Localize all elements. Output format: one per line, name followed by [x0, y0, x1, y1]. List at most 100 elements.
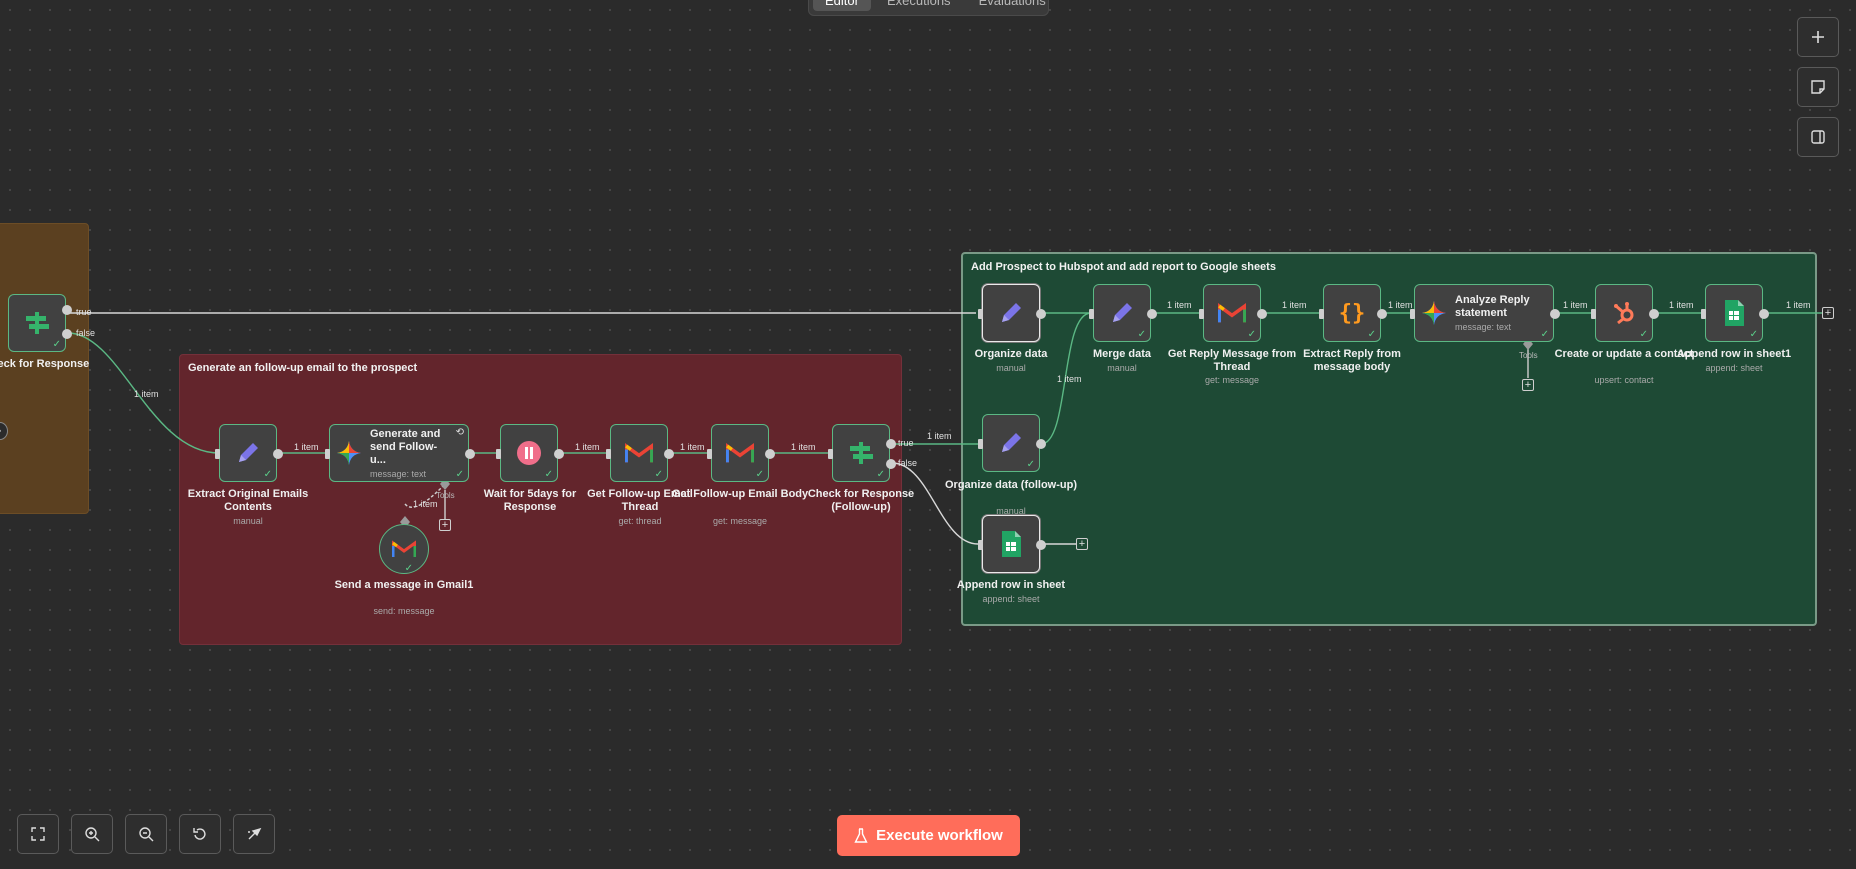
retry-icon: ⟲	[455, 427, 464, 438]
input-port[interactable]	[1591, 309, 1596, 319]
node-subtitle: manual	[233, 516, 263, 526]
tidy-up-icon	[248, 827, 262, 840]
sticky-note-icon	[1811, 80, 1825, 94]
node-analyze-reply[interactable]: Analyze Reply statement message: text ✓	[1410, 284, 1560, 342]
node-create-update-contact[interactable]: ✓	[1591, 284, 1659, 342]
output-port[interactable]	[1550, 309, 1560, 319]
node-label: Send a message in Gmail1	[334, 579, 474, 591]
zoom-out-button[interactable]	[125, 814, 167, 854]
node-merge-data[interactable]: ✓	[1089, 284, 1157, 342]
node-extract-original-emails[interactable]: ✓	[215, 424, 283, 482]
input-port[interactable]	[1199, 309, 1204, 319]
node-get-followup-thread[interactable]: ✓	[606, 424, 674, 482]
add-tool-button[interactable]: +	[439, 519, 451, 531]
edge-label-items: 1 item	[1057, 374, 1082, 384]
output-port[interactable]	[765, 449, 775, 459]
node-append-row-sheet1[interactable]: ✓	[1701, 284, 1769, 342]
pause-icon	[517, 441, 541, 465]
tab-editor[interactable]: Editor	[813, 0, 871, 11]
output-port[interactable]	[1036, 540, 1046, 550]
output-port[interactable]	[62, 305, 72, 315]
check-icon: ✓	[1749, 329, 1758, 340]
output-port[interactable]	[1036, 439, 1046, 449]
input-port[interactable]	[496, 449, 501, 459]
output-port[interactable]	[1759, 309, 1769, 319]
node-check-for-response[interactable]: ✓	[8, 294, 72, 352]
node-label: Organize data	[974, 348, 1048, 360]
node-append-row-sheet[interactable]	[978, 515, 1046, 573]
output-port[interactable]	[62, 329, 72, 339]
pencil-icon	[239, 443, 258, 462]
output-port[interactable]	[664, 449, 674, 459]
output-port[interactable]	[1257, 309, 1267, 319]
zoom-in-icon	[85, 827, 100, 842]
input-port[interactable]	[828, 449, 833, 459]
output-port[interactable]	[554, 449, 564, 459]
output-port[interactable]	[1036, 309, 1046, 319]
input-port[interactable]	[1319, 309, 1324, 319]
node-organize-data-followup[interactable]: ✓	[978, 414, 1046, 472]
output-port[interactable]	[886, 439, 896, 449]
reset-zoom-button[interactable]	[179, 814, 221, 854]
input-port[interactable]	[978, 309, 983, 319]
node-send-gmail1[interactable]: ✓	[379, 524, 429, 574]
node-wait-5days[interactable]: ✓	[496, 424, 564, 482]
input-port[interactable]	[325, 449, 330, 459]
input-port[interactable]	[978, 439, 983, 449]
output-port[interactable]	[1377, 309, 1387, 319]
add-node-button[interactable]: +	[1822, 307, 1834, 319]
output-port[interactable]	[465, 449, 475, 459]
add-node-button[interactable]: +	[1076, 538, 1088, 550]
output-port[interactable]	[273, 449, 283, 459]
input-port[interactable]	[1701, 309, 1706, 319]
add-sticky-button[interactable]	[1797, 67, 1839, 107]
execute-workflow-button[interactable]: Execute workflow	[837, 815, 1020, 856]
zoom-out-icon	[139, 827, 154, 842]
sticky-note-followup[interactable]: Generate an follow-up email to the prosp…	[179, 354, 902, 645]
output-port[interactable]	[1649, 309, 1659, 319]
toggle-panel-button[interactable]	[1797, 117, 1839, 157]
check-icon: ✓	[1540, 329, 1549, 340]
node-label: Merge data	[1092, 348, 1152, 360]
check-icon: ✓	[1026, 459, 1035, 470]
node-generate-followup[interactable]: Generate and send Follow-u... message: t…	[325, 424, 475, 482]
edge-label-items: 1 item	[413, 499, 438, 509]
tidy-up-button[interactable]	[233, 814, 275, 854]
node-subtitle: manual	[996, 506, 1026, 516]
node-label: Analyze Reply statement	[1455, 294, 1530, 319]
input-port[interactable]	[978, 540, 983, 550]
tab-executions[interactable]: Executions	[886, 0, 951, 8]
node-subtitle: append: sheet	[1705, 363, 1763, 373]
edge-label-items: 1 item	[1563, 300, 1588, 310]
node-get-reply-thread[interactable]: ✓	[1199, 284, 1267, 342]
input-port[interactable]	[707, 449, 712, 459]
plus-icon	[1812, 31, 1824, 43]
edge-label-true: true	[898, 438, 914, 448]
input-port[interactable]	[606, 449, 611, 459]
node-subtitle: append: sheet	[982, 594, 1040, 604]
output-port[interactable]	[886, 459, 896, 469]
sticky-note-brown[interactable]	[0, 223, 89, 514]
add-node-button[interactable]	[1797, 17, 1839, 57]
node-get-followup-body[interactable]: ✓	[707, 424, 775, 482]
add-tool-button[interactable]: +	[1522, 379, 1534, 391]
input-port[interactable]	[1410, 309, 1415, 319]
output-port[interactable]	[1147, 309, 1157, 319]
fit-view-button[interactable]	[17, 814, 59, 854]
edge-label-items: 1 item	[294, 442, 319, 452]
gmail-icon	[1218, 302, 1246, 323]
check-icon: ✓	[455, 469, 464, 480]
check-icon: ✓	[1367, 329, 1376, 340]
input-port[interactable]	[215, 449, 220, 459]
pencil-icon	[1113, 303, 1132, 322]
input-port[interactable]	[1089, 309, 1094, 319]
node-subtitle: get: thread	[618, 516, 662, 526]
zoom-in-button[interactable]	[71, 814, 113, 854]
node-subtitle: upsert: contact	[1594, 375, 1654, 385]
node-check-response-followup[interactable]: ✓	[828, 424, 896, 482]
node-extract-reply[interactable]: {} ✓	[1319, 284, 1387, 342]
tab-evaluations[interactable]: Evaluations	[978, 0, 1046, 8]
google-sheets-icon	[1002, 531, 1021, 557]
node-organize-data[interactable]	[978, 284, 1046, 342]
